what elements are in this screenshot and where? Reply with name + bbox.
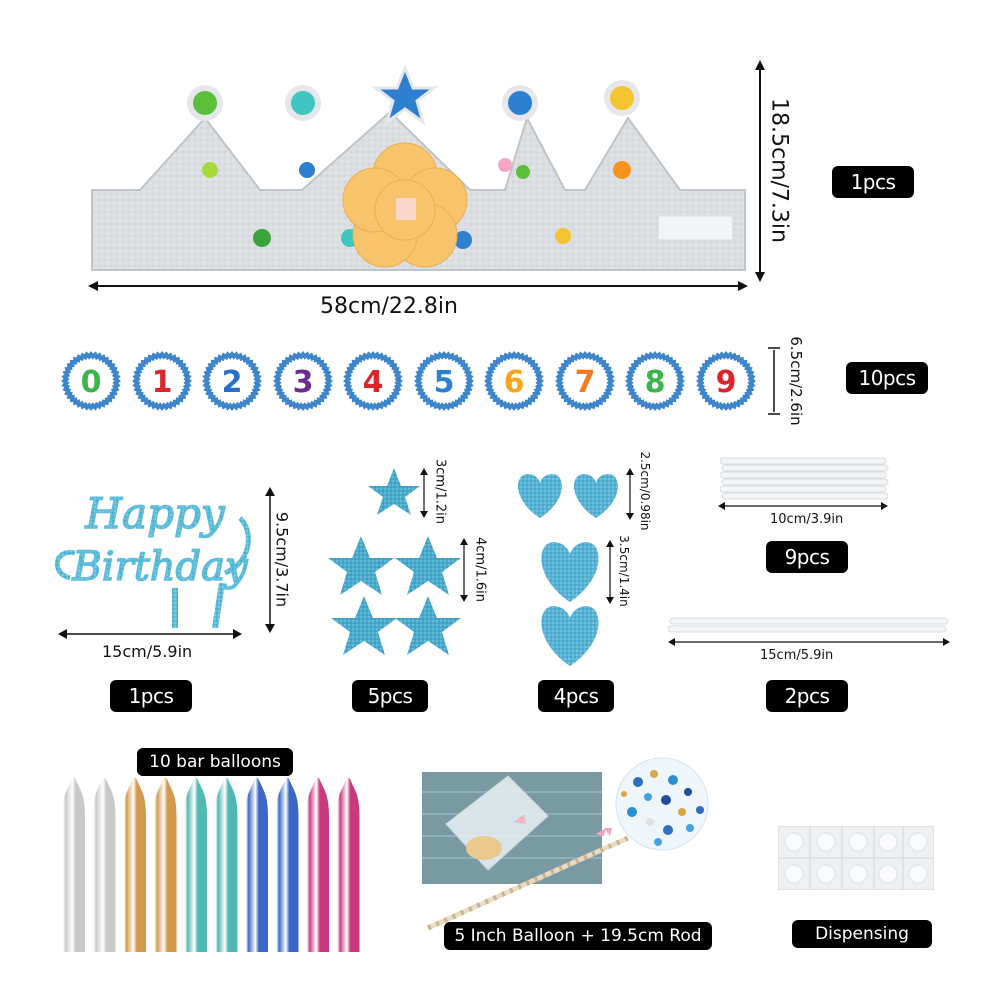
topper-width-arrow [58, 629, 242, 639]
small-heart-label: 2.5cm/0.98in [638, 451, 652, 531]
number-badge-digit: 3 [292, 365, 313, 400]
number-badge-8: 8 [625, 351, 685, 411]
bar-balloon [123, 778, 146, 952]
number-badge-digit: 9 [715, 365, 736, 400]
long-sticks-label: 15cm/5.9in [760, 648, 834, 663]
digits-qty-badge: 10pcs [846, 362, 928, 394]
long-sticks-qty-badge: 2pcs [766, 680, 848, 712]
number-badge-digit: 0 [81, 365, 102, 400]
number-badge-9: 9 [695, 351, 756, 411]
small-star-label: 3cm/1.2in [432, 459, 448, 524]
topper-height-arrow [265, 487, 275, 633]
small-heart-arrow [626, 468, 634, 520]
small-star-arrow [420, 468, 428, 518]
short-sticks-image [720, 457, 889, 500]
number-badge-5: 5 [413, 351, 474, 411]
bar-balloon [275, 778, 299, 952]
bar-balloon [92, 778, 116, 952]
felt-crown-image [91, 63, 746, 271]
bar-balloon [306, 778, 329, 952]
bar-balloon [62, 778, 85, 952]
large-star-label: 4cm/1.6in [472, 537, 488, 602]
bar-balloons-caption: 10 bar balloons [137, 748, 293, 776]
number-badge-digit: 1 [151, 365, 172, 400]
bar-balloon [336, 778, 360, 952]
number-badge-digit: 2 [222, 365, 243, 400]
crown-height-label: 18.5cm/7.3in [766, 98, 792, 243]
glue-dots-image [778, 826, 934, 890]
number-badge-digit: 4 [363, 365, 384, 400]
stars-qty-badge: 5pcs [352, 680, 428, 712]
crown-height-arrow [755, 60, 765, 282]
large-heart-arrow [606, 540, 614, 604]
number-badge-7: 7 [554, 351, 615, 411]
topper-width-label: 15cm/5.9in [102, 642, 193, 661]
bar-balloon [153, 778, 177, 952]
number-badge-3: 3 [272, 351, 333, 411]
topper-height-label: 9.5cm/3.7in [272, 511, 292, 608]
long-sticks-arrow [668, 638, 950, 646]
large-star-arrow [460, 538, 468, 602]
number-badge-1: 1 [131, 351, 192, 411]
large-heart-label: 3.5cm/1.4in [617, 535, 631, 607]
short-sticks-label: 10cm/3.9in [770, 512, 844, 527]
topper-line-1: Happy [84, 489, 225, 538]
topper-qty-badge: 1pcs [110, 680, 192, 712]
number-badge-2: 2 [202, 351, 262, 411]
confetti-balloon-image [422, 757, 709, 931]
bar-balloons-image [62, 778, 360, 952]
bar-balloon [184, 778, 207, 952]
dispensing-caption: Dispensing [792, 920, 932, 948]
long-sticks-image [668, 617, 949, 633]
crown-qty-badge: 1pcs [832, 166, 914, 198]
happy-birthday-topper-image: Happy Birthday [54, 488, 251, 628]
hearts-qty-badge: 4pcs [538, 680, 614, 712]
number-badge-digit: 8 [645, 365, 666, 400]
digit-size-label: 6.5cm/2.6in [787, 336, 805, 426]
bar-balloon [214, 778, 238, 952]
number-badge-digit: 6 [504, 365, 525, 400]
digit-size-arrow [768, 347, 780, 415]
number-badge-4: 4 [343, 351, 403, 411]
short-sticks-qty-badge: 9pcs [766, 541, 848, 573]
crown-width-label: 58cm/22.8in [320, 294, 458, 319]
number-badge-digit: 7 [574, 365, 595, 400]
number-badge-6: 6 [484, 351, 544, 411]
glitter-hearts-image [518, 474, 618, 666]
confetti-balloon-caption: 5 Inch Balloon + 19.5cm Rod [444, 922, 712, 950]
glitter-stars-image [328, 468, 461, 655]
short-sticks-arrow [718, 502, 888, 510]
number-badge-digit: 5 [433, 365, 454, 400]
crown-width-arrow [88, 281, 748, 291]
bar-balloon [245, 778, 268, 952]
number-badge-0: 0 [61, 351, 121, 411]
